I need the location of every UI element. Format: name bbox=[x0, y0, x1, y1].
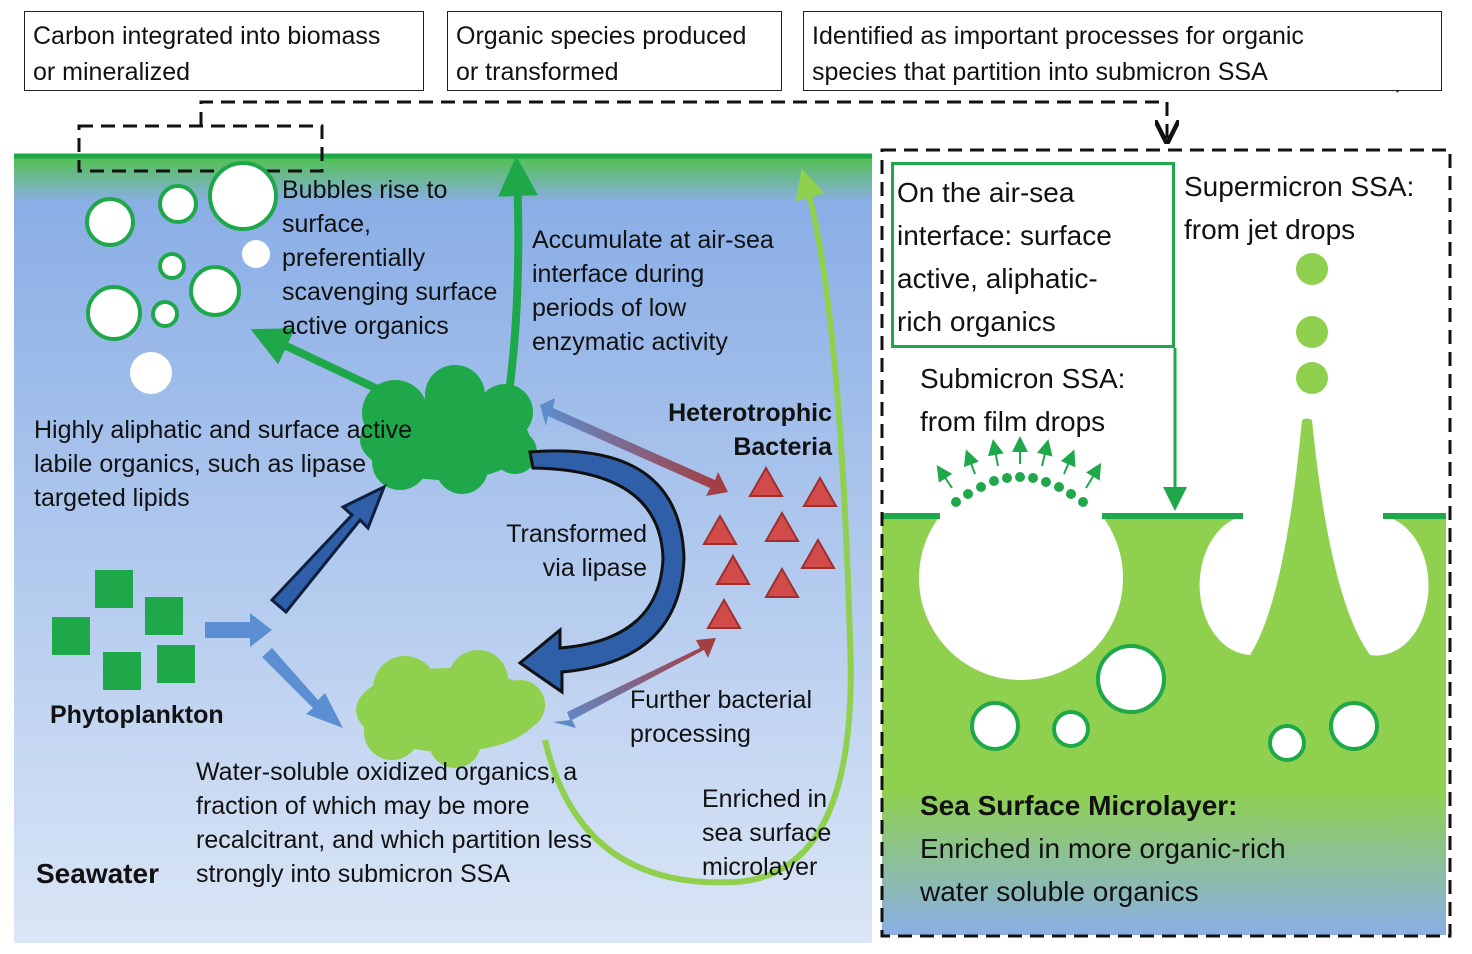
legend-dark-blue: Identified as important processes for or… bbox=[803, 11, 1442, 91]
bubbles-label: Bubbles rise to surface, preferentially … bbox=[282, 176, 498, 340]
film-drop-ejection-arrows bbox=[936, 436, 1102, 489]
lipase-transform-arrow bbox=[517, 449, 686, 695]
water-soluble-label: Water-soluble oxidized organics, a fract… bbox=[196, 758, 593, 888]
to-water-soluble-arrow bbox=[262, 648, 343, 728]
submicron-label: Submicron SSA: from film drops bbox=[920, 363, 1126, 437]
legend-light-blue-text: Organic species produced or transformed bbox=[456, 22, 747, 86]
enriched-sml-arrow bbox=[542, 168, 854, 886]
heterotrophic-bacteria bbox=[702, 465, 838, 629]
further-processing-label: Further bacterial processing bbox=[630, 686, 813, 748]
legend-brown: Carbon integrated into biomass or minera… bbox=[24, 11, 424, 91]
seawater-panel bbox=[14, 155, 872, 943]
inset-connector bbox=[199, 100, 1167, 138]
lipase-label: Transformed via lipase bbox=[506, 520, 647, 582]
to-surface-active-arrow bbox=[269, 483, 387, 615]
microlayer-body: Enriched in more organic-rich water solu… bbox=[920, 833, 1286, 907]
enriched-sml-label: Enriched in sea surface microlayer bbox=[702, 785, 832, 881]
microlayer-title: Sea Surface Microlayer: bbox=[920, 790, 1238, 821]
surface-active-organics-cloud bbox=[360, 365, 537, 494]
microlayer-bubbles bbox=[970, 644, 1379, 762]
water-soluble-organics-cloud bbox=[356, 650, 545, 768]
rising-bubbles bbox=[85, 161, 278, 394]
air-sea-interface-label: On the air-sea interface: surface active… bbox=[897, 177, 1112, 337]
legend-brown-text: Carbon integrated into biomass or minera… bbox=[33, 22, 381, 86]
aliphatic-organics-label: Highly aliphatic and surface active labi… bbox=[34, 416, 412, 512]
phytoplankton-arrow bbox=[205, 613, 272, 647]
supermicron-label: Supermicron SSA: from jet drops bbox=[1184, 171, 1415, 245]
legend-dark-blue-text: Identified as important processes for or… bbox=[812, 22, 1304, 86]
phytoplankton-label: Phytoplankton bbox=[50, 701, 224, 729]
accumulate-arrow bbox=[497, 156, 538, 401]
seawater-label: Seawater bbox=[36, 858, 159, 889]
bacteria-exchange-top-arrow bbox=[540, 398, 728, 496]
heterotrophic-bacteria-label: Heterotrophic Bacteria bbox=[668, 399, 832, 461]
phytoplankton-cells bbox=[52, 570, 195, 690]
film-drop-droplets bbox=[951, 472, 1088, 507]
jet-drops bbox=[1296, 253, 1328, 394]
accumulate-label: Accumulate at air-sea interface during p… bbox=[532, 226, 774, 356]
bacteria-exchange-bottom-arrow bbox=[553, 638, 716, 728]
microlayer-dashed-border bbox=[880, 148, 1452, 938]
legend-light-blue: Organic species produced or transformed bbox=[447, 11, 782, 91]
air-sea-interface-box bbox=[891, 162, 1175, 348]
